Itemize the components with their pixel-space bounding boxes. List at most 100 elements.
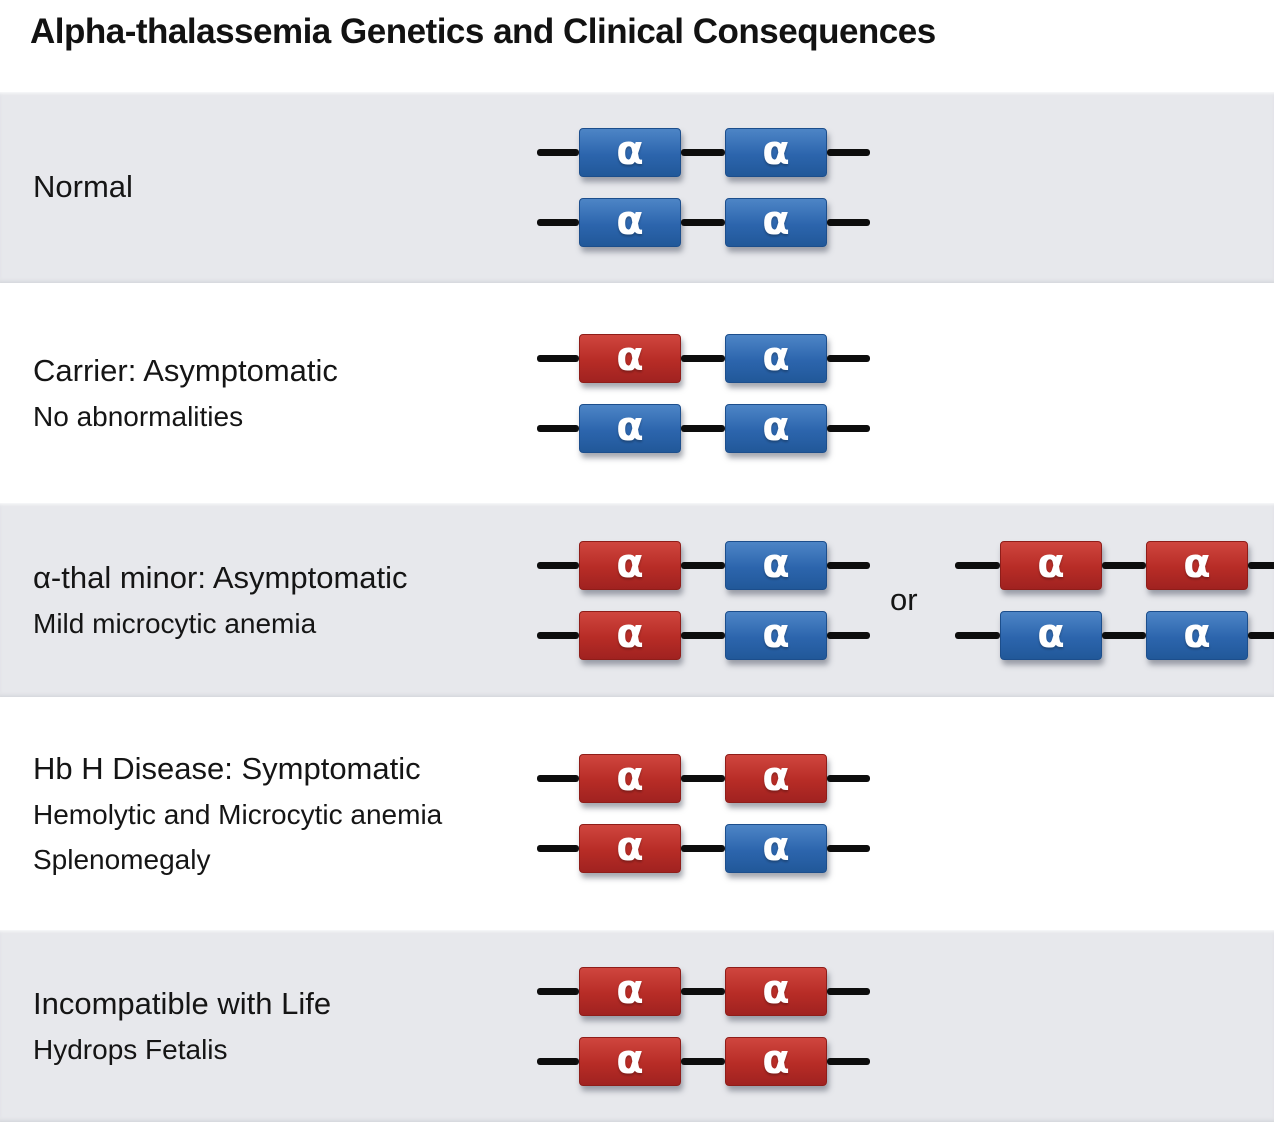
- chromosome-segment: [537, 631, 579, 639]
- alpha-gene-box-red: α: [1000, 540, 1102, 590]
- chromosome-segment: [827, 845, 870, 852]
- alpha-gene-box-red: α: [725, 1036, 827, 1086]
- row-label-primary: α-thal minor: Asymptomatic: [33, 559, 408, 595]
- alpha-gene-box-blue: α: [579, 128, 681, 177]
- chromosome-segment: [537, 775, 579, 782]
- chromosome-segment: [827, 354, 870, 362]
- row-hbh-disease: Hb H Disease: Symptomatic Hemolytic and …: [0, 697, 1274, 930]
- alpha-symbol: α: [616, 754, 644, 800]
- alpha-symbol: α: [1183, 540, 1211, 587]
- chromosome-segment: [537, 424, 579, 432]
- row-label-secondary: Mild microcytic anemia: [33, 608, 317, 640]
- chromosome-segment: [537, 1057, 579, 1065]
- alpha-gene-box-blue: α: [725, 333, 827, 383]
- alpha-gene-box-blue: α: [725, 824, 827, 873]
- chromosome-segment: [827, 149, 870, 156]
- alpha-symbol: α: [762, 966, 790, 1013]
- alpha-symbol: α: [762, 1036, 790, 1083]
- alpha-symbol: α: [1037, 540, 1065, 587]
- alpha-gene-box-blue: α: [1000, 610, 1102, 660]
- row-label-secondary: Hemolytic and Microcytic anemia: [33, 799, 443, 831]
- chromosome-segment: [537, 219, 579, 226]
- alpha-symbol: α: [1183, 610, 1211, 657]
- alpha-gene-box-red: α: [579, 824, 681, 873]
- alpha-symbol: α: [616, 403, 644, 450]
- chromosome-segment: [827, 561, 870, 569]
- chromosome-segment: [827, 631, 870, 639]
- row-label-primary: Normal: [33, 169, 133, 205]
- row-label-secondary: No abnormalities: [33, 401, 244, 433]
- figure-title: Alpha-thalassemia Genetics and Clinical …: [30, 12, 936, 51]
- alpha-gene-box-red: α: [579, 1036, 681, 1086]
- alpha-gene-box-blue: α: [725, 610, 827, 660]
- alpha-symbol: α: [616, 198, 644, 244]
- chromosome-segment: [1102, 631, 1146, 639]
- row-labels: Normal: [33, 92, 133, 283]
- alpha-symbol: α: [616, 610, 644, 657]
- row-alpha-thal-minor: α-thal minor: Asymptomatic Mild microcyt…: [0, 503, 1274, 697]
- chromosome-segment: [681, 561, 725, 569]
- row-label-primary: Incompatible with Life: [33, 985, 332, 1021]
- row-labels: Incompatible with Life Hydrops Fetalis: [33, 930, 331, 1122]
- alpha-symbol: α: [762, 333, 790, 380]
- chromosome-segment: [1248, 631, 1274, 639]
- row-carrier: Carrier: Asymptomatic No abnormalities α…: [0, 283, 1274, 503]
- chromosome-segment: [681, 354, 725, 362]
- alpha-symbol: α: [616, 128, 644, 174]
- row-labels: Hb H Disease: Symptomatic Hemolytic and …: [33, 697, 442, 930]
- chromosome-segment: [681, 987, 725, 995]
- chromosome-segment: [537, 354, 579, 362]
- alpha-symbol: α: [616, 540, 644, 587]
- chromosome-segment: [1102, 561, 1146, 569]
- alpha-symbol: α: [762, 198, 790, 244]
- alpha-symbol: α: [616, 333, 644, 380]
- alpha-gene-box-red: α: [579, 540, 681, 590]
- alpha-symbol: α: [616, 966, 644, 1013]
- alpha-symbol: α: [762, 128, 790, 174]
- alpha-gene-box-blue: α: [725, 128, 827, 177]
- chromosome-segment: [681, 219, 725, 226]
- chromosome-segment: [827, 987, 870, 995]
- alpha-symbol: α: [762, 540, 790, 587]
- alpha-symbol: α: [762, 610, 790, 657]
- alpha-symbol: α: [762, 754, 790, 800]
- chromosome-segment: [827, 775, 870, 782]
- row-labels: Carrier: Asymptomatic No abnormalities: [33, 283, 338, 503]
- alpha-gene-box-red: α: [579, 754, 681, 803]
- alpha-symbol: α: [1037, 610, 1065, 657]
- row-label-primary: Carrier: Asymptomatic: [33, 352, 338, 388]
- alpha-gene-box-blue: α: [725, 198, 827, 247]
- chromosome-segment: [955, 561, 1000, 569]
- alpha-gene-box-red: α: [579, 966, 681, 1016]
- row-label-secondary: Hydrops Fetalis: [33, 1034, 228, 1066]
- chromosome-segment: [681, 845, 725, 852]
- chromosome-segment: [681, 1057, 725, 1065]
- chromosome-segment: [681, 149, 725, 156]
- alpha-symbol: α: [762, 403, 790, 450]
- row-incompatible-with-life: Incompatible with Life Hydrops Fetalis α…: [0, 930, 1274, 1122]
- chromosome-segment: [537, 149, 579, 156]
- chromosome-segment: [1248, 561, 1274, 569]
- or-separator: or: [890, 582, 918, 617]
- alpha-symbol: α: [616, 824, 644, 870]
- alpha-symbol: α: [762, 824, 790, 870]
- alpha-gene-box-red: α: [725, 966, 827, 1016]
